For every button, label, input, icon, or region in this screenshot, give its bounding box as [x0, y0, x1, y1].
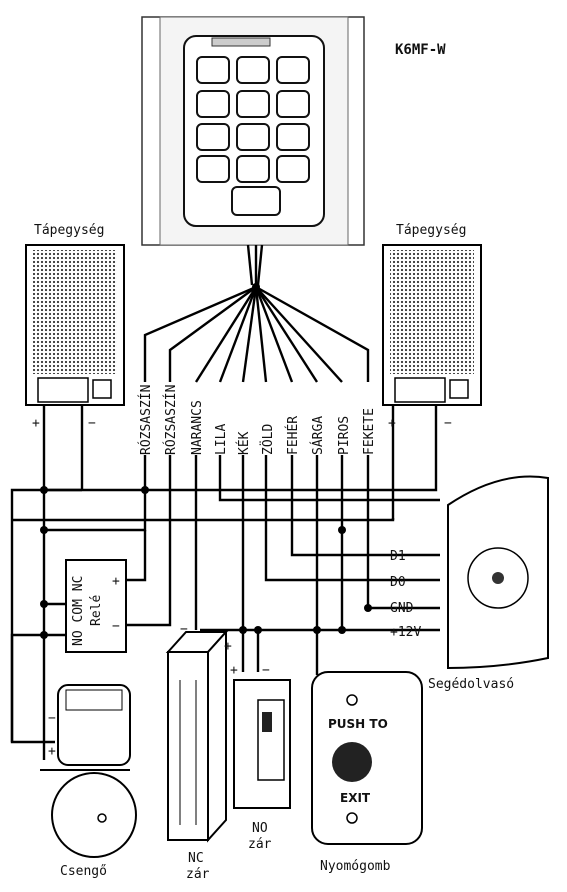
wire-label: FEKETE [362, 408, 377, 455]
keypad-key [196, 123, 230, 151]
reader-terminal-label: D0 [390, 575, 406, 590]
keypad-key [196, 155, 230, 183]
exit-push-button [311, 671, 423, 845]
keypad-key [236, 90, 270, 118]
no-lock-plus: + [230, 663, 238, 678]
keypad-key [236, 56, 270, 84]
exit-label: EXIT [340, 791, 371, 805]
keypad-device [141, 16, 365, 246]
wiring [10, 405, 440, 760]
keypad-key [236, 123, 270, 151]
psu-left-label: Tápegység [34, 223, 104, 238]
push-to-label: PUSH TO [328, 717, 388, 731]
wire-labels: RÓZSASZÍN RÓZSASZÍN NARANCS LILA KÉK ZÖLD FEHÉ… [138, 385, 377, 455]
device-title: K6MF-W [395, 42, 446, 58]
exit-button-label: Nyomógomb [320, 859, 391, 874]
wire-label: NARANCS [190, 400, 205, 455]
wire-label: ZÖLD [259, 424, 276, 455]
keypad-enter-key [231, 186, 281, 216]
nc-lock [165, 629, 229, 843]
psu-right-minus: − [444, 416, 452, 431]
reader-terminal-label: +12V [390, 625, 421, 640]
aux-reader [447, 475, 549, 670]
keypad-key [276, 123, 310, 151]
fanout-wires [143, 285, 370, 383]
keypad-key [196, 90, 230, 118]
keypad-key [276, 90, 310, 118]
relay [65, 559, 127, 653]
nc-lock-minus: − [180, 622, 188, 637]
keypad-keys [196, 56, 310, 216]
wire-label: RÓZSASZÍN [138, 385, 154, 455]
no-lock-minus: − [262, 663, 270, 678]
bell [40, 684, 137, 858]
cable-bundle [246, 244, 264, 291]
keypad-key [196, 56, 230, 84]
wire-label: PIROS [337, 416, 352, 455]
bell-plus: + [48, 744, 56, 759]
nc-lock-plus: + [224, 639, 232, 654]
psu-right [382, 244, 482, 406]
no-lock-label-1: NO [252, 821, 268, 836]
wire-label: LILA [214, 424, 229, 455]
relay-label: Relé [89, 595, 104, 626]
psu-left-plus: + [32, 416, 40, 431]
keypad-key [276, 155, 310, 183]
relay-plus: + [112, 574, 120, 589]
wire-label: KÉK [236, 431, 252, 455]
wire-label: FEHÉR [285, 416, 301, 455]
keypad-key [276, 56, 310, 84]
relay-contacts-label: NO COM NC [71, 576, 86, 646]
keypad-key [236, 155, 270, 183]
psu-left-minus: − [88, 416, 96, 431]
no-lock-label-2: zár [248, 837, 272, 852]
reader-terminal-label: GND [390, 601, 414, 616]
reader-terminal-label: D1 [390, 549, 406, 564]
reader-label: Segédolvasó [428, 677, 514, 692]
bell-label: Csengő [60, 864, 107, 879]
psu-right-plus: + [388, 416, 396, 431]
psu-left [25, 244, 125, 406]
nc-lock-label-2: zár [186, 867, 210, 882]
bell-minus: − [48, 711, 56, 726]
relay-minus: − [112, 619, 120, 634]
no-lock [233, 679, 291, 809]
wire-label: RÓZSASZÍN [163, 385, 179, 455]
psu-right-label: Tápegység [396, 223, 466, 238]
nc-lock-label-1: NC [188, 851, 204, 866]
wire-label: SÁRGA [310, 416, 326, 455]
